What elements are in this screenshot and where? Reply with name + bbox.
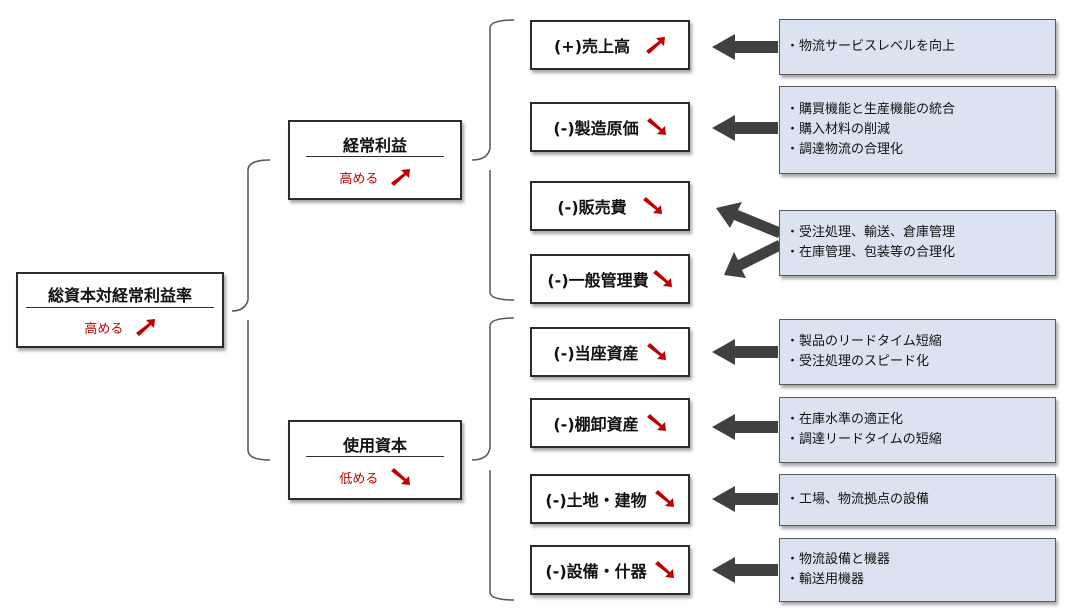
left-arrow-4 <box>712 414 778 440</box>
note-box-5: ・在庫水準の適正化 ・調達リードタイムの短縮 <box>779 397 1056 463</box>
leaf-inventory: (-)棚卸資産 <box>530 398 690 448</box>
mid-sub-label-capital: 低める <box>339 472 379 487</box>
note-box-1: ・物流サービスレベルを向上 <box>779 19 1056 75</box>
diagonal-arrow-up <box>716 202 782 238</box>
leaf-label: (-)一般管理費 <box>547 271 649 290</box>
bracket-profit-top <box>471 19 515 161</box>
mid-node-profit: 経常利益 高める <box>288 120 462 200</box>
left-arrow-5 <box>712 486 778 512</box>
root-divider <box>26 307 214 308</box>
leaf-sales: (+)売上高 <box>530 20 690 70</box>
root-node: 総資本対経常利益率 高める <box>16 272 224 348</box>
mid-divider-capital <box>306 456 444 457</box>
left-arrow-1 <box>712 34 778 60</box>
down-arrow-icon <box>646 118 666 135</box>
note-line: ・物流サービスレベルを向上 <box>786 39 956 54</box>
leaf-equipment: (-)設備・什器 <box>530 545 690 595</box>
note-line: ・調達リードタイムの短縮 <box>786 432 942 447</box>
leaf-label: (-)設備・什器 <box>545 562 647 581</box>
bracket-capital-bottom <box>489 470 515 601</box>
note-line: ・物流設備と機器 <box>786 552 891 567</box>
mid-title-capital: 使用資本 <box>342 436 407 455</box>
up-arrow-icon <box>390 169 410 186</box>
up-arrow-icon <box>135 319 155 336</box>
note-box-2: ・購買機能と生産機能の統合 ・購入材料の削減 ・調達物流の合理化 <box>779 86 1056 174</box>
note-line: ・受注処理のスピード化 <box>786 354 930 369</box>
mid-node-capital: 使用資本 低める <box>288 420 462 500</box>
root-title: 総資本対経常利益率 <box>47 286 192 305</box>
down-arrow-icon <box>390 468 410 485</box>
note-line: ・在庫管理、包装等の合理化 <box>786 245 956 260</box>
mid-divider-profit <box>306 156 444 157</box>
mid-sub-label-profit: 高める <box>339 172 379 187</box>
down-arrow-icon <box>646 343 666 360</box>
leaf-label: (-)土地・建物 <box>545 491 647 510</box>
leaf-admin-expense: (-)一般管理費 <box>530 254 690 304</box>
note-box-6: ・工場、物流拠点の設備 <box>779 474 1056 526</box>
leaf-label: (-)棚卸資産 <box>553 415 639 434</box>
note-box-3: ・受注処理、輸送、倉庫管理 ・在庫管理、包装等の合理化 <box>779 210 1056 276</box>
note-line: ・調達物流の合理化 <box>786 142 904 157</box>
connector-root-to-profit <box>231 159 271 312</box>
leaf-label: (+)売上高 <box>553 37 631 56</box>
down-arrow-icon <box>654 561 674 578</box>
note-line: ・受注処理、輸送、倉庫管理 <box>786 225 956 240</box>
note-line: ・購買機能と生産機能の統合 <box>786 102 956 117</box>
note-box-4: ・製品のリードタイム短縮 ・受注処理のスピード化 <box>779 319 1056 385</box>
bracket-profit-bottom <box>489 170 515 301</box>
leaf-current-assets: (-)当座資産 <box>530 327 690 377</box>
leaf-land-building: (-)土地・建物 <box>530 474 690 524</box>
root-sub: 高める <box>18 318 222 337</box>
bracket-capital-top <box>471 317 515 461</box>
mid-sub-capital: 低める <box>290 468 460 487</box>
down-arrow-icon <box>652 270 672 287</box>
left-arrow-3 <box>712 339 778 365</box>
note-line: ・購入材料の削減 <box>786 122 891 137</box>
note-line: ・製品のリードタイム短縮 <box>786 334 942 349</box>
leaf-selling-expense: (-)販売費 <box>530 181 690 231</box>
left-arrow-6 <box>712 557 778 583</box>
diagonal-arrow-down <box>724 240 782 278</box>
down-arrow-icon <box>654 490 674 507</box>
connector-root-to-capital <box>247 320 271 461</box>
mid-sub-profit: 高める <box>290 168 460 187</box>
mid-title-profit: 経常利益 <box>342 136 407 155</box>
leaf-label: (-)販売費 <box>557 198 627 217</box>
down-arrow-icon <box>646 414 666 431</box>
down-arrow-icon <box>642 197 662 214</box>
note-line: ・輸送用機器 <box>786 572 865 587</box>
up-arrow-icon <box>646 37 666 54</box>
note-line: ・工場、物流拠点の設備 <box>786 492 930 507</box>
leaf-manufacturing-cost: (-)製造原価 <box>530 102 690 152</box>
left-arrow-2 <box>712 115 778 141</box>
leaf-label: (-)当座資産 <box>553 344 639 363</box>
leaf-label: (-)製造原価 <box>553 119 639 138</box>
root-sub-label: 高める <box>84 322 124 337</box>
note-box-7: ・物流設備と機器 ・輸送用機器 <box>779 538 1056 602</box>
note-line: ・在庫水準の適正化 <box>786 412 904 427</box>
